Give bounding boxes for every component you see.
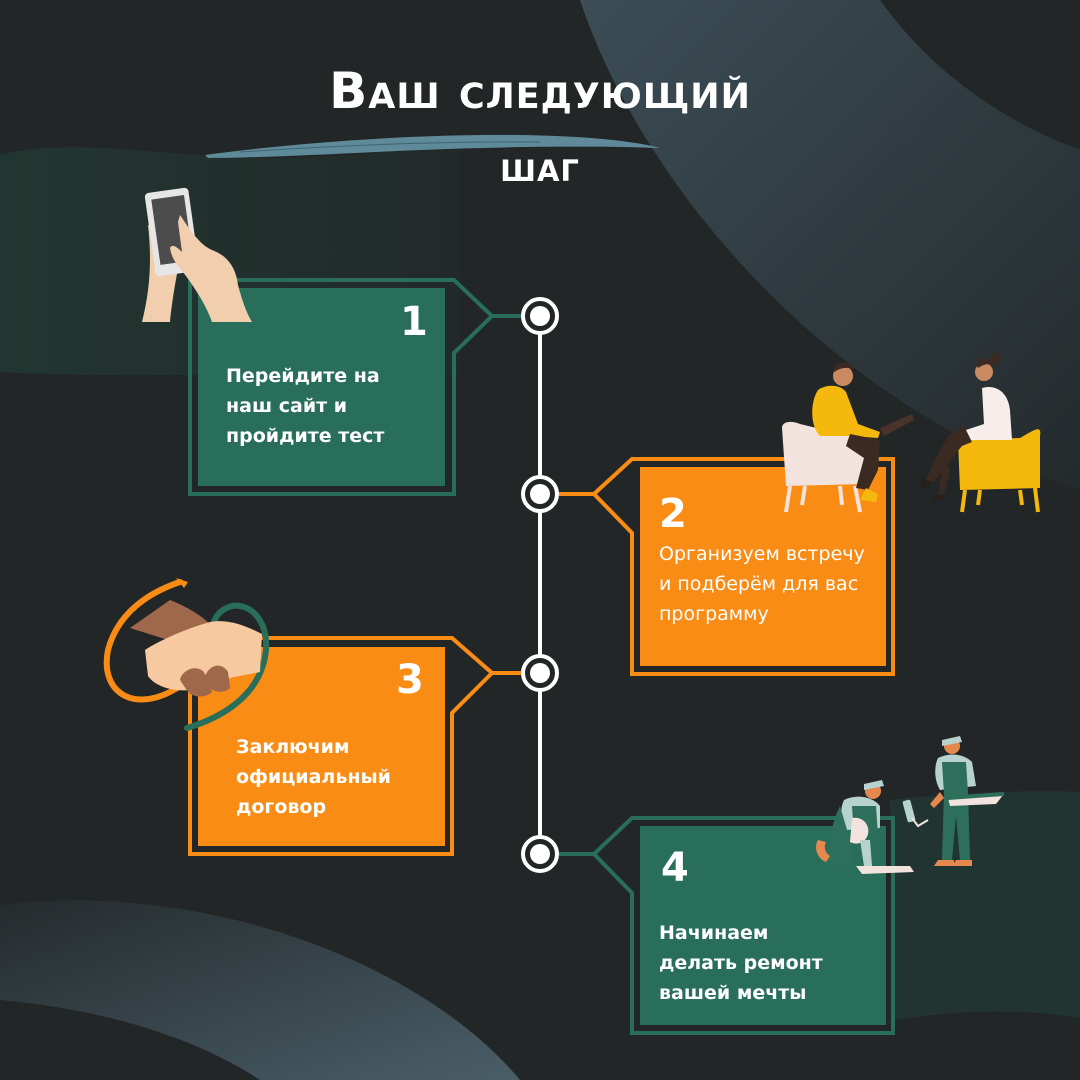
step-1-number: 1 [400, 299, 428, 345]
step-3-text-line-1: Заключим [236, 736, 350, 758]
step-2-number: 2 [659, 491, 687, 537]
step-3-text-line-3: договор [236, 796, 327, 818]
step-4-text-line-1: Начинаем [659, 922, 769, 944]
step-2-text-line-1: Организуем встречу [659, 543, 865, 565]
step-4-text-line-3: вашей мечты [659, 982, 807, 1004]
step-2-text-line-3: программу [659, 603, 769, 625]
step-4-number: 4 [661, 845, 689, 891]
step-4-text-line-2: делать ремонт [659, 952, 823, 974]
step-2-text-line-2: и подберём для вас [659, 573, 859, 595]
step-3-number: 3 [396, 657, 424, 703]
page-title-line-2: шаг [500, 142, 580, 191]
step-1-text-line-3: пройдите тест [226, 425, 385, 447]
step-1-text-line-1: Перейдите на [226, 365, 380, 387]
step-3-text-line-2: официальный [236, 766, 391, 788]
step-1-text-line-2: наш сайт и [226, 395, 348, 417]
page-title-line-1: Ваш следующий [329, 62, 751, 120]
